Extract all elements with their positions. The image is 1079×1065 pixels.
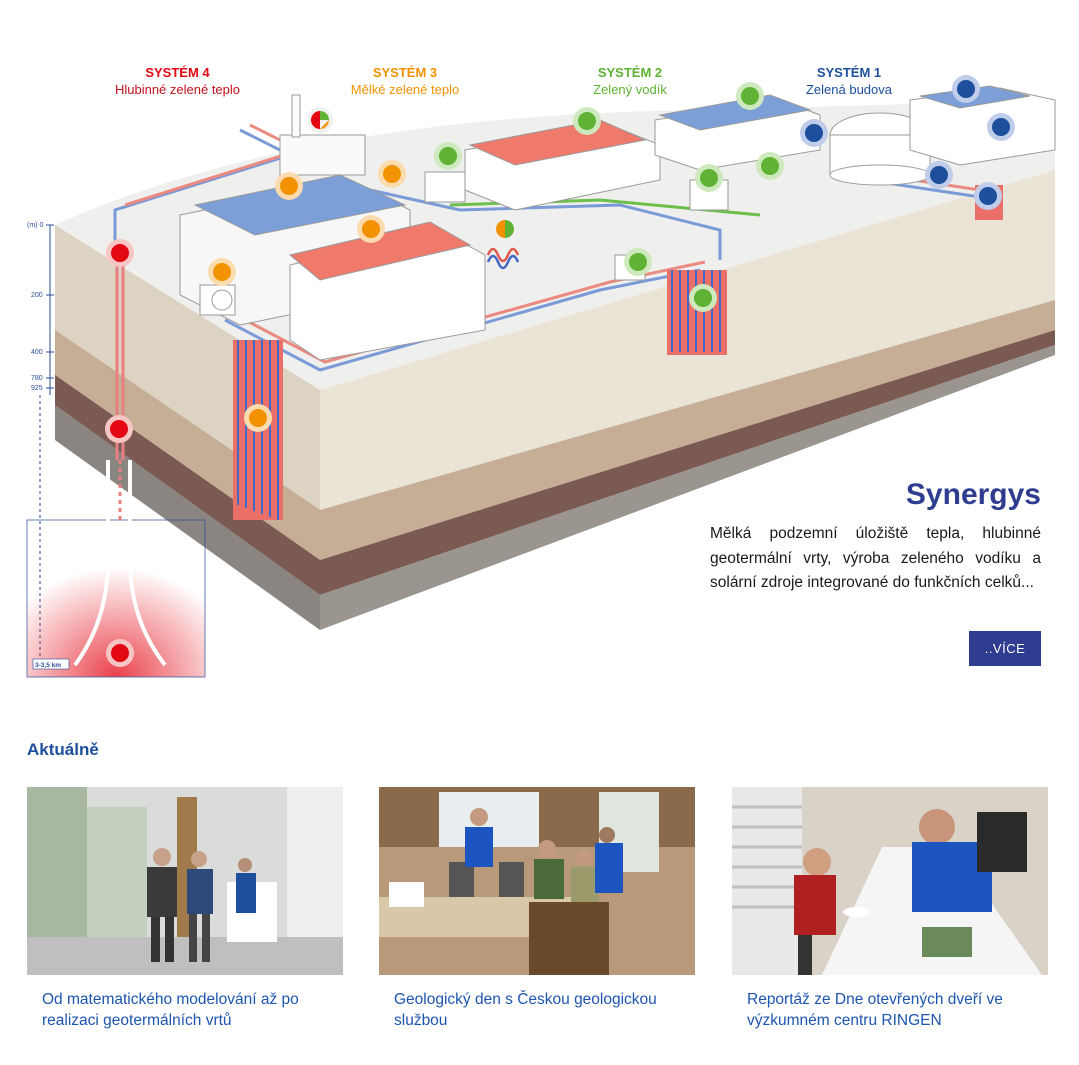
news-photo-open-day[interactable]: [732, 787, 1048, 975]
news-card[interactable]: Reportáž ze Dne otevřených dveří ve výzk…: [732, 787, 1048, 1031]
news-section-title: Aktuálně: [27, 740, 99, 759]
news-card[interactable]: Geologický den s Českou geologickou služ…: [379, 787, 695, 1031]
deep-depth-label: 3-3,5 km: [35, 662, 61, 669]
marker-mixed: [307, 107, 518, 242]
geothermal-diagram: (m) 0 200 400 780 925 3-3,5 km: [26, 75, 1056, 678]
system-markers: [105, 75, 1015, 667]
marker-system4: [105, 239, 134, 667]
depth-axis-unit: (m) 0: [27, 222, 43, 229]
news-photo-geology-day[interactable]: [379, 787, 695, 975]
marker-system3: [208, 160, 406, 432]
news-caption-3[interactable]: Reportáž ze Dne otevřených dveří ve výzk…: [747, 991, 1003, 1029]
marker-system1: [800, 75, 1015, 210]
more-button[interactable]: ..VÍCE: [969, 631, 1041, 666]
depth-tick-780: 780: [31, 375, 43, 382]
system-1-number: SYSTÉM 1: [816, 65, 882, 80]
depth-tick-925: 925: [31, 385, 43, 392]
news-caption-1[interactable]: Od matematického modelování až po realiz…: [42, 991, 299, 1029]
depth-tick-200: 200: [31, 292, 43, 299]
system-3-name: Mělké zelené teplo: [350, 82, 460, 97]
news-card[interactable]: Od matematického modelování až po realiz…: [27, 787, 343, 1031]
borehole-field-system2: [667, 270, 727, 355]
system-4-label: SYSTÉM 4 Hlubinné zelené teplo: [100, 64, 255, 98]
system-1-name: Zelená budova: [805, 82, 892, 97]
system-2-label: SYSTÉM 2 Zelený vodík: [570, 64, 690, 98]
borehole-field-system3: [233, 340, 283, 520]
system-1-label: SYSTÉM 1 Zelená budova: [790, 64, 908, 98]
depth-tick-400: 400: [31, 349, 43, 356]
news-photo-lobby[interactable]: [27, 787, 343, 975]
buildings: [179, 85, 1056, 361]
system-4-number: SYSTÉM 4: [145, 65, 210, 80]
hero-description: Mělká podzemní úložiště tepla, hlubinné …: [710, 525, 1041, 591]
marker-system2: [434, 82, 784, 312]
system-3-label: SYSTÉM 3 Mělké zelené teplo: [330, 64, 480, 98]
system-2-name: Zelený vodík: [593, 82, 667, 97]
synergys-illustration: (m) 0 200 400 780 925 3-3,5 km: [26, 64, 1056, 678]
system-4-name: Hlubinné zelené teplo: [114, 82, 241, 97]
hero-title: Synergys: [905, 478, 1041, 511]
news-caption-2[interactable]: Geologický den s Českou geologickou služ…: [394, 991, 657, 1029]
system-3-number: SYSTÉM 3: [372, 65, 438, 80]
system-2-number: SYSTÉM 2: [597, 65, 663, 80]
